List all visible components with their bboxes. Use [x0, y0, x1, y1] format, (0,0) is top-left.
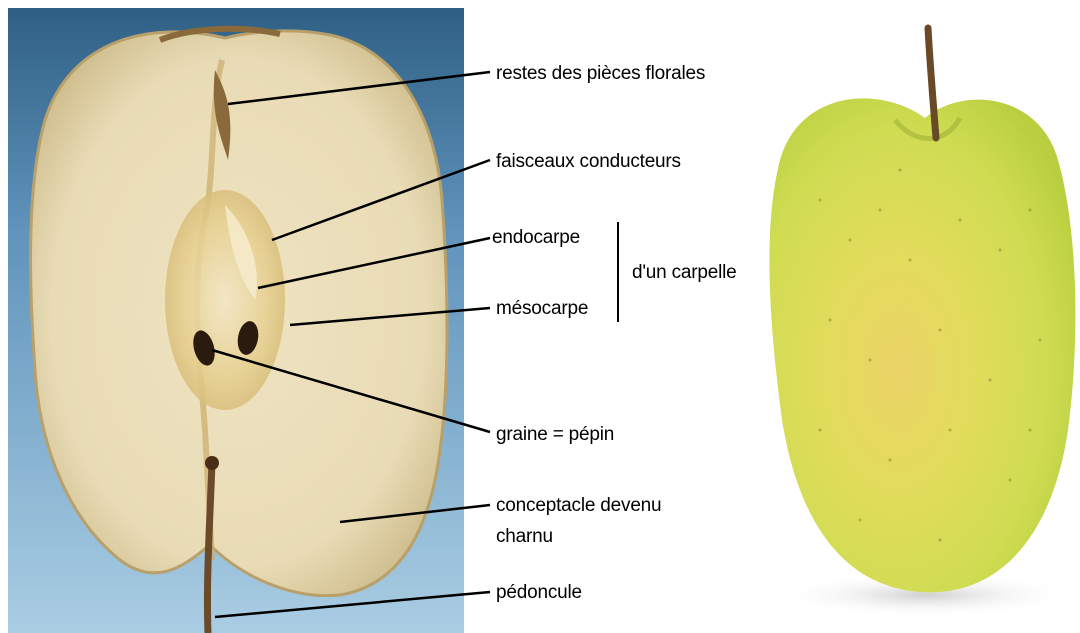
label-restes-pieces-florales: restes des pièces florales [496, 62, 705, 86]
whole-apple [769, 28, 1075, 617]
carpel-bracket [617, 222, 619, 322]
label-pedoncule: pédoncule [496, 581, 582, 605]
label-conceptacle-line2: charnu [496, 525, 553, 549]
label-endocarpe: endocarpe [492, 226, 580, 250]
label-faisceaux-conducteurs: faisceaux conducteurs [496, 150, 681, 174]
label-mesocarpe: mésocarpe [496, 297, 588, 321]
label-graine-pepin: graine = pépin [496, 423, 614, 447]
label-conceptacle-line1: conceptacle devenu [496, 494, 661, 518]
label-dun-carpelle: d'un carpelle [632, 261, 737, 285]
